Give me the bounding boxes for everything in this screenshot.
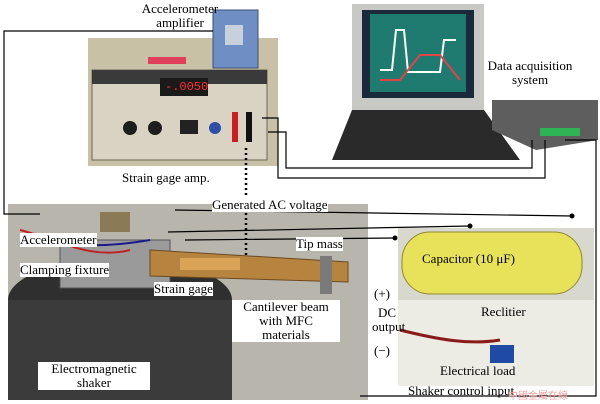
strain-gage-label: Strain gage [154,281,213,296]
screen-waveform-red [380,54,461,81]
tip-mass-label: Tip mass [296,236,343,251]
strain-gage-amp-label: Strain gage amp. [122,170,210,185]
tip-mass-block [320,256,332,294]
cantilever-beam-label: Cantilever beam with MFC materials [232,300,340,342]
daq-indicator [540,128,580,136]
clamping-fixture-label: Clamping fixture [20,262,110,277]
screen-waveform [380,29,456,73]
amp-display-readout: -.0050 [165,80,209,94]
strain-gage-amp-top [92,70,267,84]
connection-dots [392,213,575,241]
accelerometer-label: Accelerometer [20,232,97,247]
electrical-load-label: Electrical load [440,363,516,378]
amp-terminal-black [246,112,252,142]
amp-knob [123,121,137,135]
laptop-keyboard [332,110,520,160]
capacitor-label: Capacitor (10 μF) [422,251,515,266]
amp-knob-blue [209,122,221,134]
generated-ac-voltage-label: Generated AC voltage [212,197,328,212]
amp-display-panel [160,78,208,96]
amp-knob [148,121,162,135]
plus-terminal-label: (+) [374,286,390,301]
accel-amp-panel [225,25,243,45]
amp-terminal-red [232,112,238,142]
minus-terminal-label: (−) [374,343,390,358]
electrical-load-component [490,345,514,363]
accelerometer-amplifier-label: Accelerometer amplifier [141,1,219,30]
dc-output-label: DC output [372,305,406,334]
electromagnetic-shaker-label: Electromagnetic shaker [38,362,150,390]
output-wire [399,328,501,344]
rectifier-label: Reclitier [481,304,526,319]
data-acquisition-label: Data acquisition system [487,58,573,87]
red-sticker [148,57,186,64]
daq-box [492,100,598,150]
watermark: 中國金屬在線 [508,391,568,402]
amp-switch [180,120,198,134]
capacitor-body [401,231,583,295]
strain-gage-patch [180,258,240,270]
accelerometer-sensor [100,212,130,232]
connection-lines [3,30,597,397]
shaker-control-input-label: Shaker control input [408,383,515,398]
